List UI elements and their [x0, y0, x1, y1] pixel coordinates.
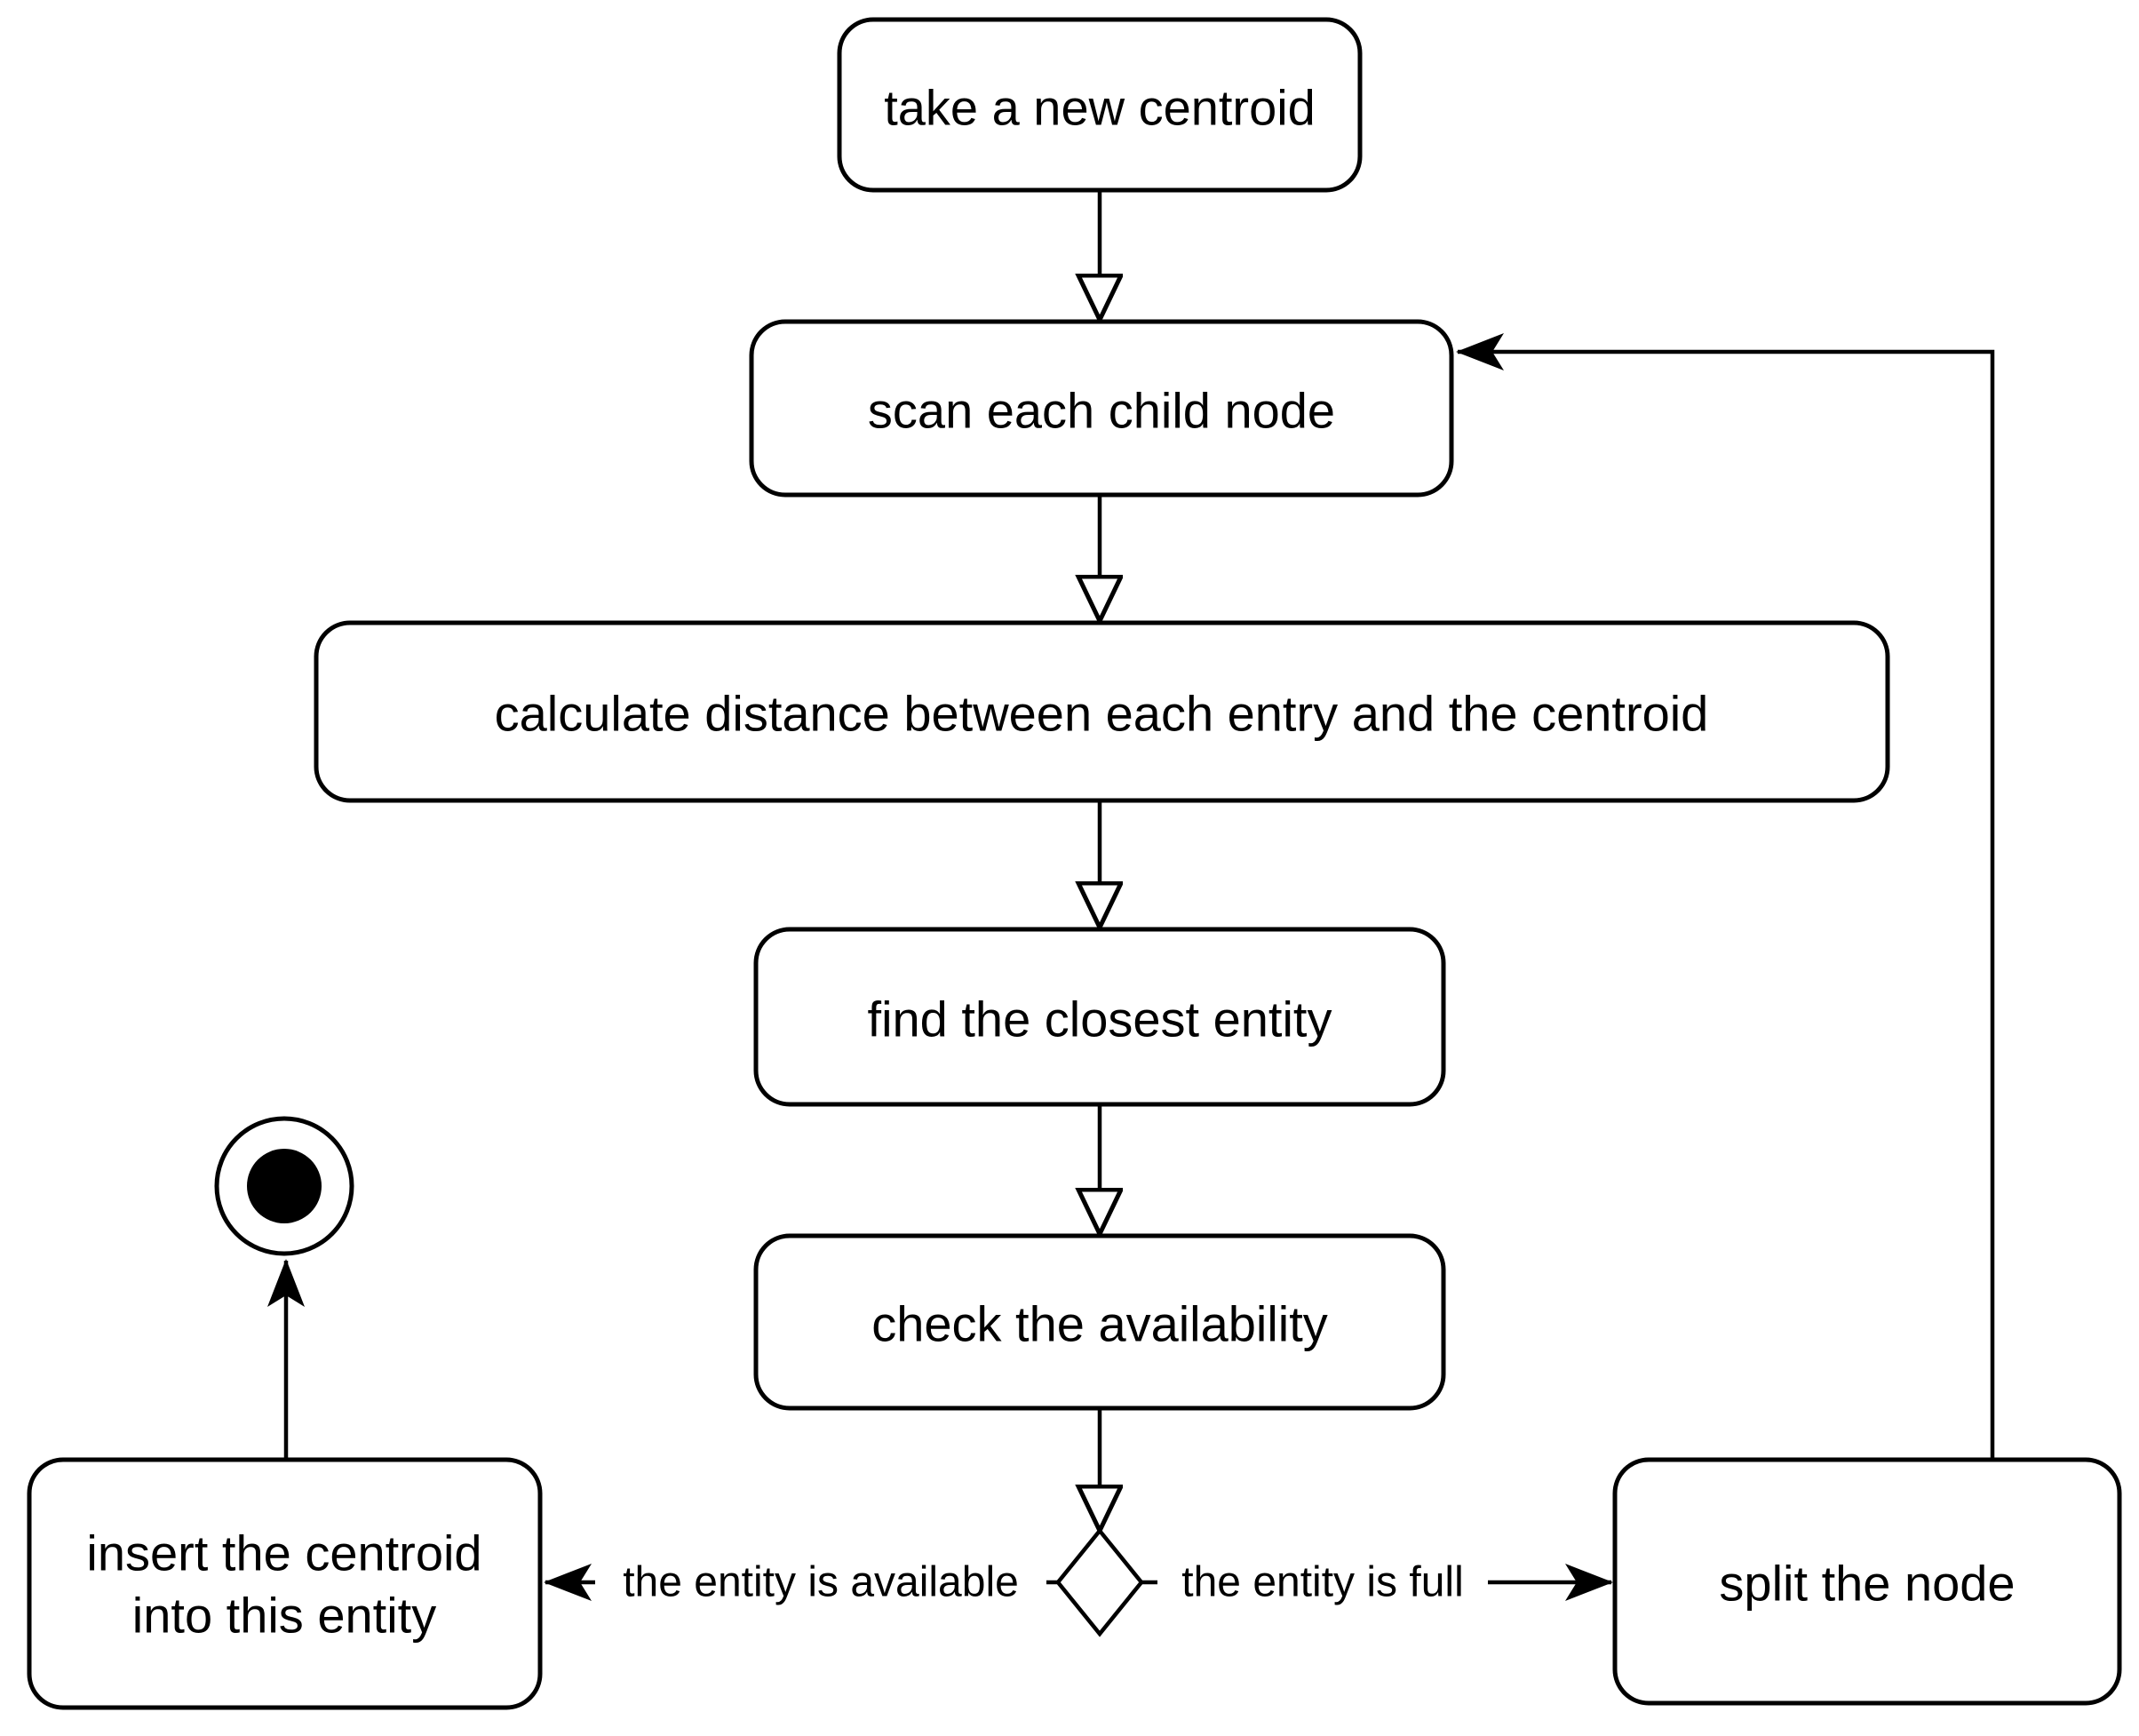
- edge-label-available-bg: [595, 1554, 1046, 1611]
- edge-label-full: the entity is full: [1181, 1559, 1463, 1606]
- node-insert-centroid-label-line1: insert the centroid: [86, 1525, 481, 1581]
- node-find-closest-label: find the closest entity: [868, 991, 1332, 1047]
- edge-split-loop-to-scan: [1456, 333, 1995, 1460]
- edge-label-available: the entity is available: [623, 1559, 1019, 1606]
- node-calc-distance-label: calculate distance between each entry an…: [495, 686, 1709, 742]
- final-state-inner-circle: [247, 1149, 322, 1223]
- decision-diamond: [1055, 1527, 1144, 1637]
- node-take-centroid-label: take a new centroid: [884, 80, 1316, 136]
- node-insert-centroid-label-line2: into this entity: [132, 1588, 436, 1644]
- node-calc-distance-box: [314, 620, 1890, 803]
- node-take-centroid-box: [837, 17, 1363, 193]
- node-check-avail-box: [753, 1233, 1446, 1411]
- node-split-node-label: split the node: [1719, 1556, 2015, 1612]
- node-scan-child-box: [749, 319, 1454, 498]
- node-split-node-box: [1612, 1457, 2122, 1706]
- edge-label-full-bg: [1157, 1554, 1488, 1611]
- node-find-closest-box: [753, 927, 1446, 1107]
- node-check-avail-label: check the availability: [871, 1296, 1328, 1352]
- node-scan-child-label: scan each child node: [868, 383, 1335, 439]
- node-insert-centroid-box: [27, 1457, 543, 1710]
